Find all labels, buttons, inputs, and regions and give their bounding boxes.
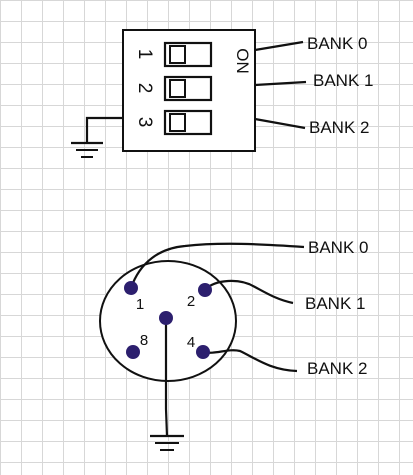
dip-wire-bank-0 — [254, 40, 304, 52]
dip-switch-2: 2 — [134, 75, 213, 102]
dip-switch-number-1: 1 — [134, 49, 155, 60]
dip-ground-symbol — [71, 141, 103, 158]
dip-wire-bank-1 — [254, 80, 307, 87]
dip-switch: ON 1 2 3 BANK 0 BANK 1 BANK 2 — [71, 29, 373, 158]
connector-pin-8 — [126, 345, 140, 359]
connector-pin-number-1: 1 — [136, 296, 144, 313]
connector-wire-bank-2 — [202, 349, 298, 373]
rotary-connector: 1 2 8 4 BANK 0 BANK 1 BANK 2 — [99, 238, 368, 451]
dip-common-wire — [85, 116, 123, 143]
connector-pin-common — [159, 311, 173, 325]
dip-bank-label-0: BANK 0 — [307, 34, 367, 53]
connector-bank-label-1: BANK 1 — [305, 294, 365, 313]
connector-pin-number-8: 8 — [140, 332, 148, 349]
connector-common-wire — [164, 318, 169, 437]
dip-switch-1: 1 — [134, 41, 213, 68]
connector-pin-1 — [124, 281, 138, 295]
connector-pin-number-2: 2 — [187, 293, 195, 310]
dip-switch-number-3: 3 — [134, 117, 155, 128]
connector-ground-symbol — [150, 434, 184, 451]
dip-wire-bank-2 — [254, 117, 306, 130]
dip-bank-label-2: BANK 2 — [309, 118, 369, 137]
connector-pin-2 — [198, 283, 212, 297]
dip-switch-number-2: 2 — [134, 83, 155, 94]
dip-bank-label-1: BANK 1 — [313, 71, 373, 90]
connector-bank-label-2: BANK 2 — [307, 359, 367, 378]
connector-wire-bank-0 — [129, 242, 305, 289]
dip-switch-3: 3 — [134, 109, 213, 136]
dip-on-marker: ON — [233, 48, 252, 74]
connector-wire-bank-1 — [204, 279, 294, 305]
connector-pin-4 — [196, 345, 210, 359]
connector-pin-number-4: 4 — [187, 334, 195, 351]
connector-bank-label-0: BANK 0 — [308, 238, 368, 257]
